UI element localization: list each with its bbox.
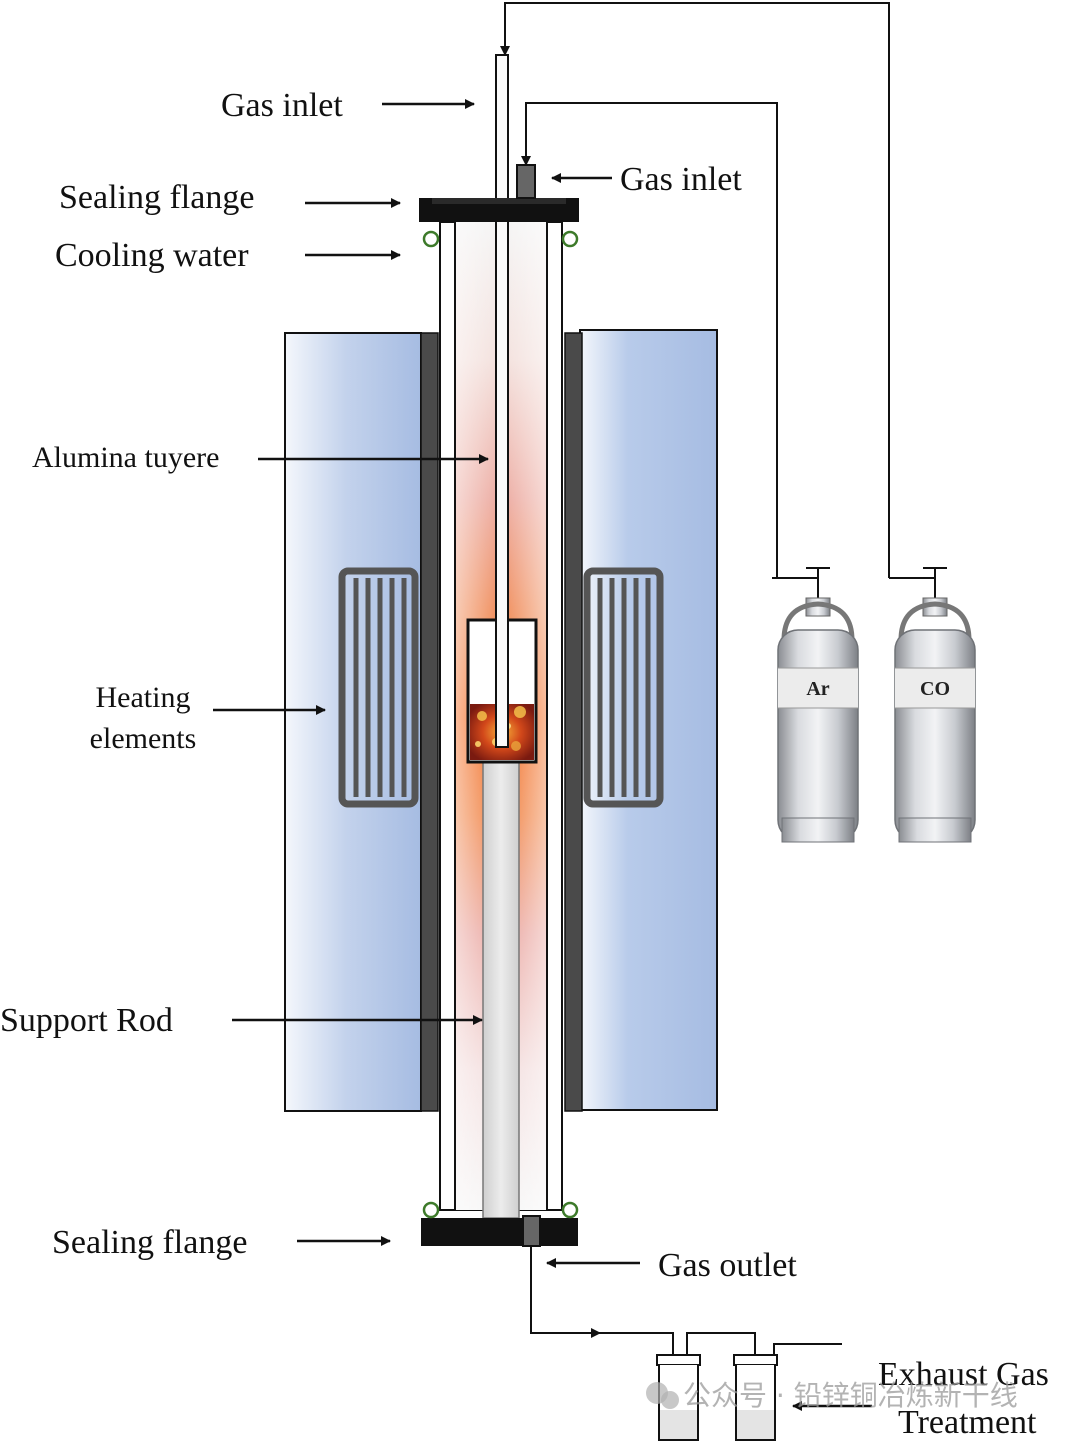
label-gas-outlet: Gas outlet <box>658 1247 797 1284</box>
label-sealing-flange-top: Sealing flange <box>59 179 254 216</box>
wash-bottle-2 <box>733 1354 778 1441</box>
label-exhaust-1: Exhaust Gas <box>878 1356 1049 1393</box>
cylinder-label-ar: Ar <box>806 678 829 700</box>
gas-cylinder-ar <box>777 597 859 843</box>
pipe-co-to-tuyere <box>500 2 890 578</box>
watermark: 公众号 · 铅锌铜冶炼新干线 <box>646 1379 1018 1412</box>
sealing-flange-bottom <box>421 1218 578 1246</box>
label-heating-elements-2: elements <box>90 722 197 755</box>
cylinder-label-co: CO <box>920 678 950 700</box>
heating-coil-left <box>338 567 419 808</box>
insulation-left <box>284 332 422 1112</box>
heating-coil-right <box>583 567 664 808</box>
support-rod <box>482 761 520 1219</box>
gas-inlet-fitting <box>516 164 536 199</box>
liner-right <box>564 332 583 1112</box>
cooling-ring-bottom-left <box>422 1201 440 1219</box>
label-sealing-flange-bottom: Sealing flange <box>52 1224 247 1261</box>
liner-left <box>420 332 439 1112</box>
label-gas-inlet-top: Gas inlet <box>221 87 343 124</box>
cooling-ring-top-left <box>422 230 440 248</box>
pipe-outlet <box>530 1246 601 1338</box>
gas-outlet-fitting <box>522 1215 541 1247</box>
label-cooling-water: Cooling water <box>55 237 249 274</box>
alumina-tuyere <box>495 54 509 748</box>
cooling-ring-bottom-right <box>561 1201 579 1219</box>
label-heating-elements-1: Heating <box>96 681 191 714</box>
label-alumina-tuyere: Alumina tuyere <box>32 441 219 474</box>
watermark-text: 公众号 · 铅锌铜冶炼新干线 <box>683 1379 1018 1412</box>
label-support-rod: Support Rod <box>0 1002 173 1039</box>
label-exhaust-2: Treatment <box>898 1404 1037 1441</box>
cooling-ring-top-right <box>561 230 579 248</box>
label-gas-inlet-side: Gas inlet <box>620 161 742 198</box>
gas-cylinder-co <box>894 597 976 843</box>
